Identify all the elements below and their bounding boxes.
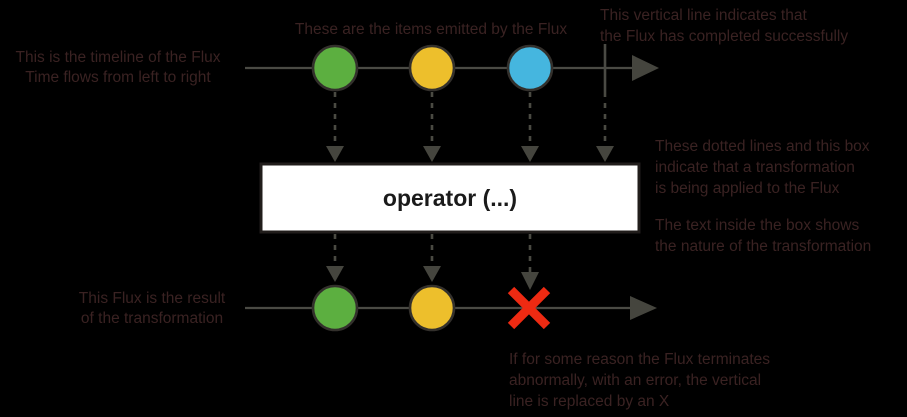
annotation-box-text-meaning-line-2: the nature of the transformation [655,238,871,255]
annotation-completion-line-1: This vertical line indicates that [600,7,807,24]
dotted-arrowhead-into-operator-1 [326,146,344,162]
dotted-arrowhead-into-operator-4 [596,146,614,162]
annotation-items-emitted: These are the items emitted by the Flux [295,21,567,38]
dotted-arrowhead-out-of-operator-3 [521,272,539,290]
marble-blue-source [506,44,554,92]
annotation-transformation: These dotted lines and this box indicate… [655,138,870,197]
annotation-transformation-line-1: These dotted lines and this box [655,138,870,155]
marble-green-source [311,44,359,92]
annotation-error-termination: If for some reason the Flux terminates a… [509,351,770,410]
dotted-connectors-into-operator [326,92,614,162]
marble-green-result [311,284,359,332]
annotation-box-text-meaning: The text inside the box shows the nature… [655,217,871,255]
marble-yellow-result [408,284,456,332]
annotation-transformation-line-3: is being applied to the Flux [655,180,840,197]
marble-yellow-source [408,44,456,92]
annotation-source-timeline-line-2: Time flows from left to right [25,69,211,86]
dotted-arrowhead-out-of-operator-1 [326,266,344,282]
annotation-result-timeline: This Flux is the result of the transform… [79,290,226,327]
annotation-source-timeline: This is the timeline of the Flux Time fl… [15,49,220,86]
dotted-arrowhead-out-of-operator-2 [423,266,441,282]
annotation-completion: This vertical line indicates that the Fl… [600,7,848,45]
dotted-connectors-out-of-operator [326,234,539,290]
dotted-arrowhead-into-operator-2 [423,146,441,162]
error-x-marker [507,286,551,330]
dotted-arrowhead-into-operator-3 [521,146,539,162]
annotation-transformation-line-2: indicate that a transformation [655,159,855,176]
operator-box[interactable]: operator (...) [259,162,641,234]
operator-box-rect[interactable] [259,162,641,234]
annotation-result-timeline-line-2: of the transformation [81,310,223,327]
annotation-box-text-meaning-line-1: The text inside the box shows [655,217,859,234]
operator-box-label: operator (...) [383,185,517,211]
annotation-error-termination-line-1: If for some reason the Flux terminates [509,351,770,368]
annotation-source-timeline-line-1: This is the timeline of the Flux [15,49,220,66]
annotation-error-termination-line-2: abnormally, with an error, the vertical [509,372,761,389]
annotation-error-termination-line-3: line is replaced by an X [509,393,670,410]
result-flux-timeline [245,284,657,332]
annotation-items-emitted-line-1: These are the items emitted by the Flux [295,21,567,38]
annotation-completion-line-2: the Flux has completed successfully [600,28,848,45]
source-timeline-arrowhead [632,55,659,81]
annotation-result-timeline-line-1: This Flux is the result [79,290,226,307]
result-timeline-arrowhead [630,296,657,320]
source-flux-timeline [245,44,659,92]
